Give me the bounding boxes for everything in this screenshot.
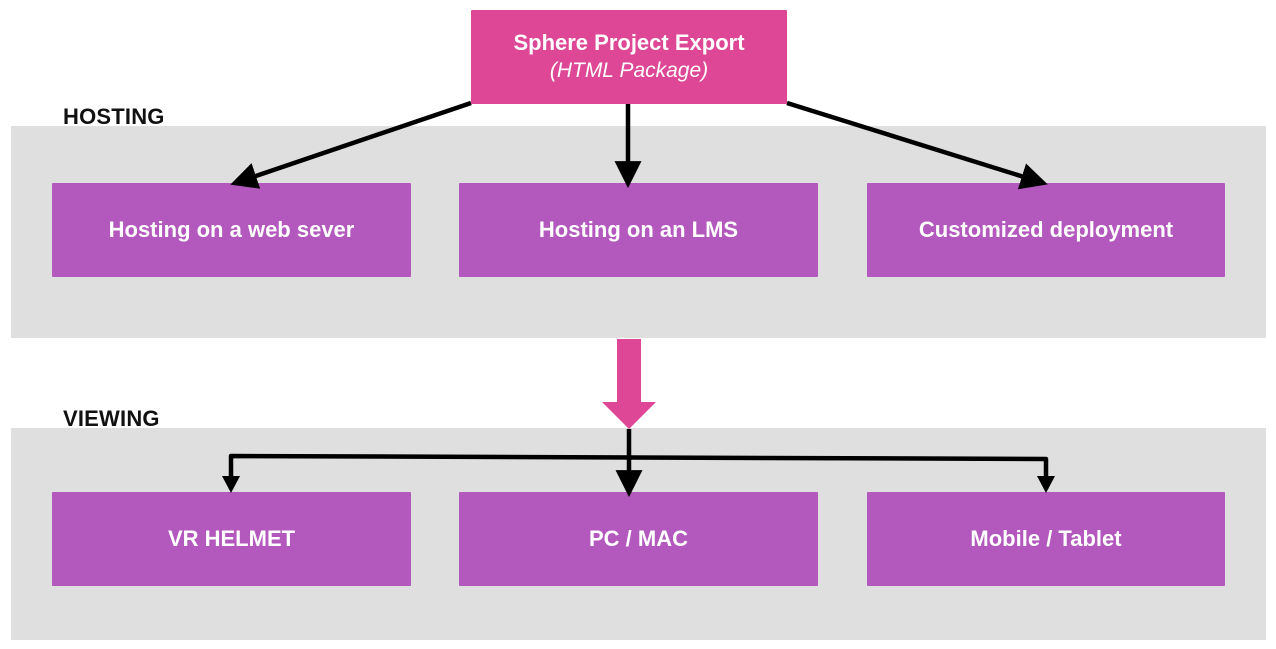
root-node-title: Sphere Project Export [513,30,745,55]
viewing-section-label: VIEWING [63,406,160,431]
viewing-option-vr-helmet: VR HELMET [52,492,411,586]
hosting-option-web-server: Hosting on a web sever [52,183,411,277]
viewing-option-mobile-tablet: Mobile / Tablet [867,492,1225,586]
viewing-option-pc-mac: PC / MAC [459,492,818,586]
root-node-sphere-project-export: Sphere Project Export (HTML Package) [471,10,787,104]
hosting-section-label: HOSTING [63,104,165,129]
hosting-option-customized-deployment: Customized deployment [867,183,1225,277]
hosting-option-lms: Hosting on an LMS [459,183,818,277]
root-node-subtitle: (HTML Package) [549,59,709,82]
transition-arrow-down [602,339,656,429]
